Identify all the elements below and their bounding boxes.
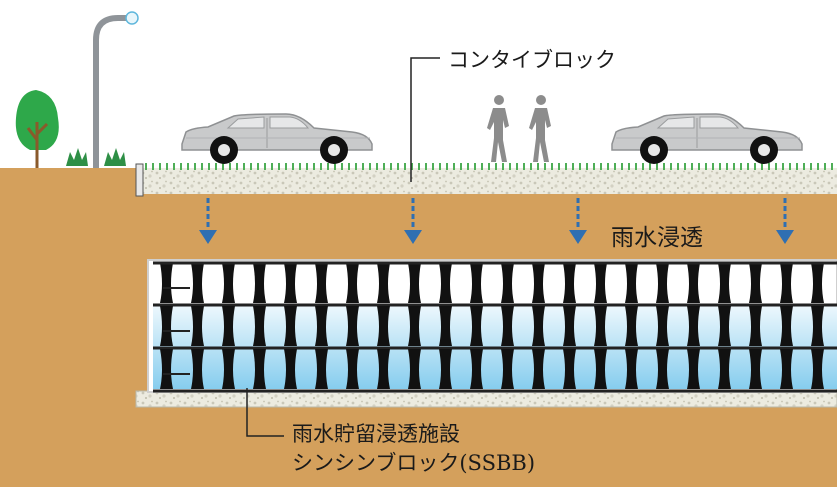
block-column [749, 349, 762, 389]
block-column [439, 349, 452, 389]
block-column [315, 263, 328, 303]
block-column [222, 263, 235, 303]
block-column [284, 263, 297, 303]
block-column [346, 349, 359, 389]
block-column [749, 306, 762, 346]
facility-label: 雨水貯留浸透施設 シンシンブロック(SSBB) [292, 420, 535, 478]
block-column [377, 349, 390, 389]
block-column [625, 263, 638, 303]
leader-line-interlocking-block [410, 57, 440, 182]
block-column [284, 306, 297, 346]
block-column [408, 349, 421, 389]
pedestrian-icon [529, 95, 551, 162]
block-column [625, 349, 638, 389]
block-column [594, 306, 607, 346]
block-column [532, 306, 545, 346]
block-column [532, 263, 545, 303]
block-column [253, 349, 266, 389]
block-column [191, 306, 204, 346]
storage-facility [135, 259, 837, 408]
block-column [687, 349, 700, 389]
facility-name-label: 雨水貯留浸透施設 [292, 422, 460, 446]
block-column [191, 349, 204, 389]
block-column [718, 306, 731, 346]
block-column [222, 349, 235, 389]
block-column [470, 306, 483, 346]
block-column [656, 263, 669, 303]
grass-strip [145, 163, 833, 170]
product-name-label: シンシンブロック(SSBB) [292, 451, 536, 475]
block-grid [153, 261, 837, 393]
block-column [160, 263, 173, 303]
block-column [253, 263, 266, 303]
gravel-bed [135, 390, 837, 408]
block-column [780, 349, 793, 389]
block-column [160, 306, 173, 346]
block-column [284, 349, 297, 389]
block-column [625, 306, 638, 346]
shrub-icon [66, 148, 126, 166]
block-column [315, 306, 328, 346]
block-column [377, 306, 390, 346]
block-column [718, 349, 731, 389]
block-column [377, 263, 390, 303]
block-column [780, 263, 793, 303]
block-column [439, 263, 452, 303]
block-column [408, 263, 421, 303]
block-column [315, 349, 328, 389]
block-column [811, 306, 824, 346]
block-column [222, 306, 235, 346]
block-column [594, 349, 607, 389]
block-column [687, 306, 700, 346]
block-column [160, 349, 173, 389]
car-icon [611, 113, 803, 165]
block-column [687, 263, 700, 303]
block-column [346, 263, 359, 303]
block-column [718, 263, 731, 303]
block-column [346, 306, 359, 346]
block-column [656, 349, 669, 389]
block-column [408, 306, 421, 346]
block-column [563, 349, 576, 389]
block-column [811, 349, 824, 389]
block-column [532, 349, 545, 389]
block-column [594, 263, 607, 303]
gravel-surface-layer [143, 168, 837, 194]
block-column [563, 306, 576, 346]
block-column [501, 349, 514, 389]
block-column [470, 263, 483, 303]
block-column [563, 263, 576, 303]
block-column [191, 263, 204, 303]
block-column [470, 349, 483, 389]
block-column [439, 306, 452, 346]
block-column [749, 263, 762, 303]
block-column [780, 306, 793, 346]
curb-post [135, 163, 144, 197]
tree-icon [15, 90, 59, 168]
street-lamp-icon [93, 11, 139, 168]
block-column [656, 306, 669, 346]
block-column [501, 263, 514, 303]
interlocking-block-label: コンタイブロック [448, 48, 616, 72]
car-icon [181, 113, 373, 165]
block-column [811, 263, 824, 303]
pedestrian-icon [487, 95, 509, 162]
leader-line-facility [246, 388, 284, 437]
block-column [501, 306, 514, 346]
rainwater-infiltration-label: 雨水浸透 [611, 225, 703, 251]
block-column [253, 306, 266, 346]
